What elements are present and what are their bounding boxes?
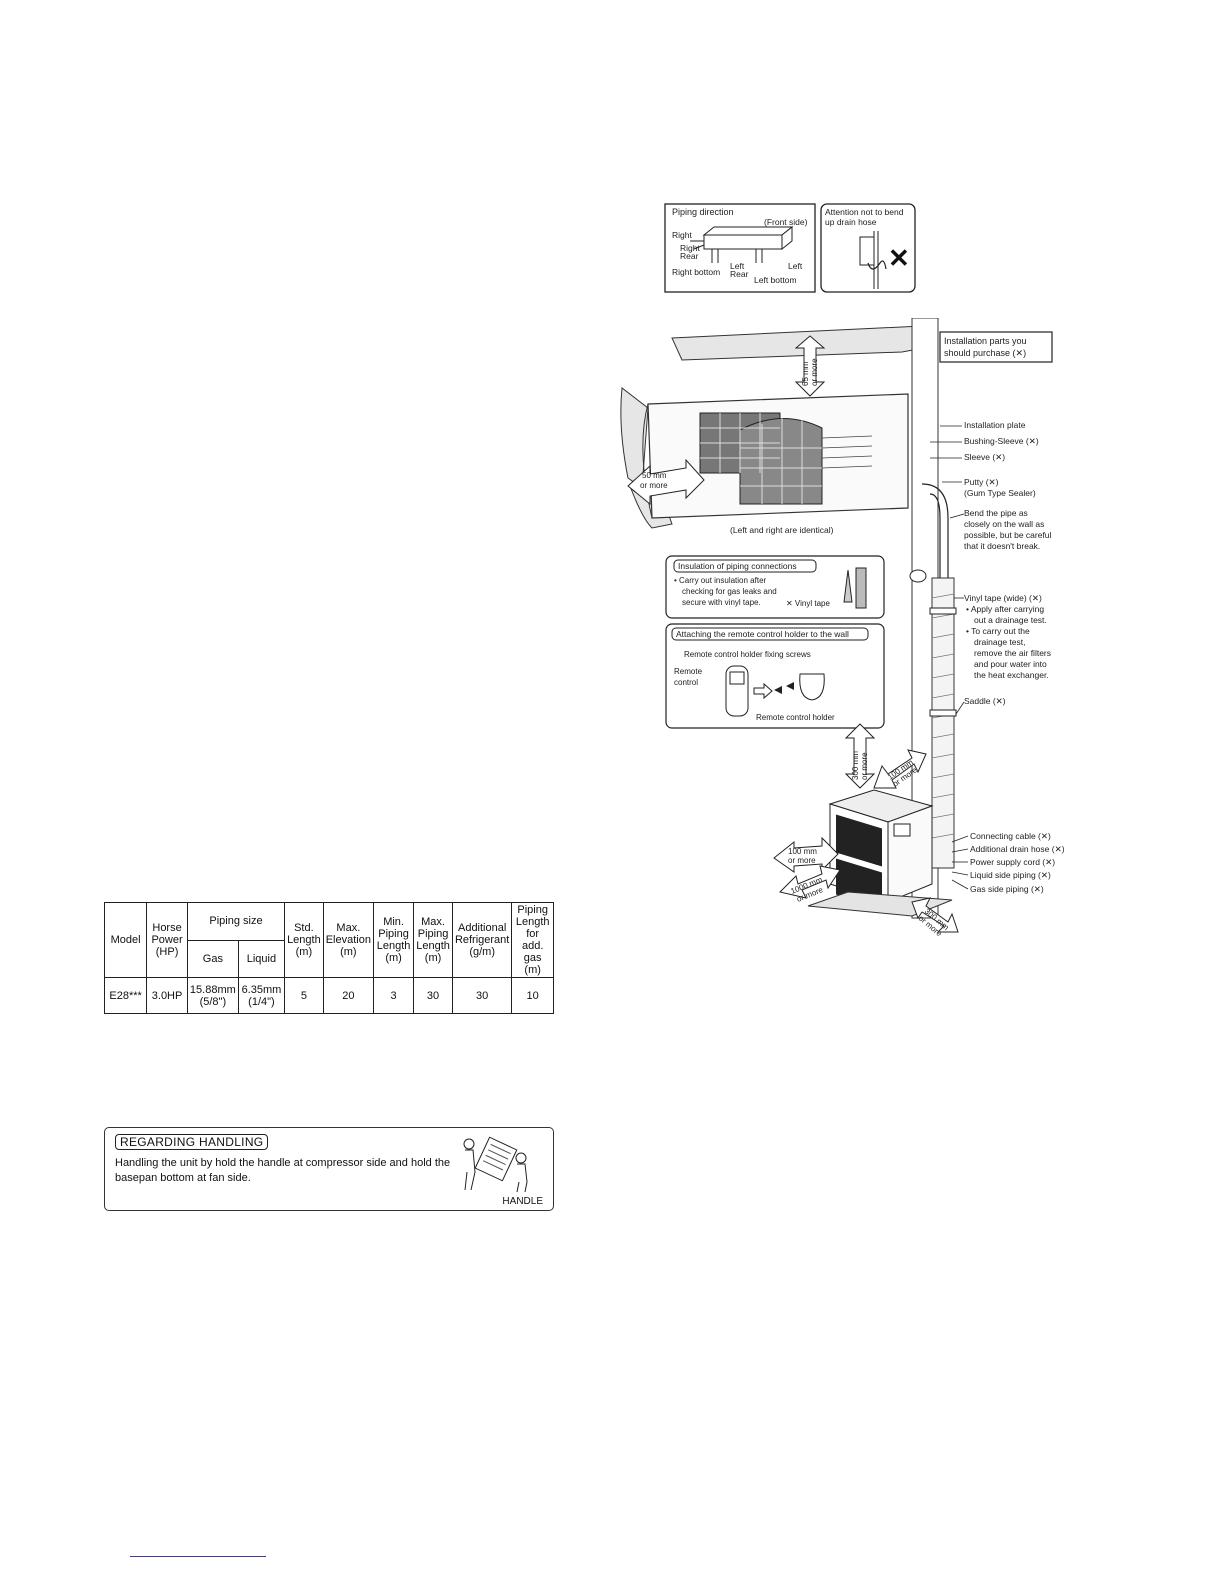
remote-control-box: Attaching the remote control holder to t… [665, 623, 885, 729]
col-piping-size: Piping size [186, 902, 286, 941]
outdoor-left-label-1: 100 mm [788, 847, 817, 856]
outdoor-top-clearance-arrow: 300 mm or more [844, 723, 876, 789]
callout-putty-1: Putty (✕) [964, 477, 999, 487]
callout-vinyl-tape-5: drainage test, [974, 637, 1026, 647]
remote-label-2: control [674, 678, 698, 687]
piping-direction-diagram: Piping direction (Front side) Right Righ… [664, 203, 816, 293]
left-rear-label-1: Left [730, 261, 745, 271]
callout-vinyl-tape-4: • To carry out the [966, 626, 1030, 636]
outdoor-top-label-1: 300 mm [851, 751, 860, 780]
remote-box-title: Attaching the remote control holder to t… [676, 629, 849, 639]
cell-max-piping-length: 30 [413, 977, 453, 1014]
cell-additional-refrigerant: 30 [451, 977, 513, 1014]
callout-vinyl-tape-2: • Apply after carrying [966, 604, 1044, 614]
cell-piping-length-add-gas: 10 [511, 977, 554, 1014]
callout-sleeve: Sleeve (✕) [964, 452, 1005, 462]
right-rear-label-1: Right [680, 243, 700, 253]
outdoor-left-label-2: or more [788, 856, 816, 865]
callout-saddle: Saddle (✕) [964, 696, 1006, 706]
cell-model: E28*** [103, 977, 148, 1014]
left-bottom-label: Left bottom [754, 275, 797, 285]
handling-title: REGARDING HANDLING [115, 1134, 269, 1150]
side-clearance-label-2: or more [640, 481, 668, 490]
col-gas: Gas [186, 939, 239, 978]
left-right-identical-note: (Left and right are identical) [730, 525, 834, 535]
right-bottom-label: Right bottom [672, 267, 720, 277]
right-label: Right [672, 230, 692, 240]
insulation-vinyl-tape: ✕ Vinyl tape [786, 599, 830, 608]
top-clearance-label-1: 65 mm [801, 361, 810, 386]
insulation-line-1: • Carry out insulation after [674, 576, 767, 585]
footer-link-underline [130, 1556, 266, 1557]
top-clearance-arrow: 65 mm or more [794, 335, 826, 397]
cell-max-elevation: 20 [322, 977, 374, 1014]
col-liquid: Liquid [237, 939, 286, 978]
drain-hose-note-diagram: Attention not to bend up drain hose ✕ [820, 203, 916, 293]
installation-diagram: 65 mm or more 50 mm or more (Left and ri… [620, 318, 1065, 938]
insulation-box: Insulation of piping connections • Carry… [665, 555, 885, 619]
cell-gas: 15.88mm(5/8") [186, 977, 239, 1014]
col-std-length: Std.Length(m) [284, 902, 324, 978]
left-rear-label-2: Rear [730, 269, 749, 279]
callout-connecting-cable: Connecting cable (✕) [970, 831, 1051, 841]
cross-mark-icon: ✕ [888, 243, 910, 273]
front-side-label: (Front side) [764, 217, 808, 227]
cell-std-length: 5 [284, 977, 324, 1014]
install-parts-title-1: Installation parts you [944, 336, 1027, 346]
callout-vinyl-tape-7: and pour water into [974, 659, 1047, 669]
callout-vinyl-tape-3: out a drainage test. [974, 615, 1047, 625]
filter-grid [699, 412, 823, 505]
col-model: Model [103, 902, 148, 978]
remote-holder-label: Remote control holder [756, 713, 835, 722]
cell-min-piping-length: 3 [372, 977, 415, 1014]
callout-power-supply-cord: Power supply cord (✕) [970, 857, 1055, 867]
side-clearance-arrow: 50 mm or more [627, 458, 705, 506]
remote-screws-label: Remote control holder fixing screws [684, 650, 811, 659]
outdoor-top-label-2: or more [860, 752, 869, 780]
callout-vinyl-tape-8: the heat exchanger. [974, 670, 1049, 680]
callout-bushing-sleeve: Bushing-Sleeve (✕) [964, 436, 1039, 446]
callout-additional-drain-hose: Additional drain hose (✕) [970, 844, 1065, 854]
install-parts-title-2: should purchase (✕) [944, 348, 1026, 358]
drain-note-line-1: Attention not to bend [825, 207, 904, 217]
callout-bend-pipe-3: possible, but be careful [964, 530, 1052, 540]
right-rear-label-2: Rear [680, 251, 699, 261]
callout-bend-pipe-2: closely on the wall as [964, 519, 1044, 529]
table-row: E28*** 3.0HP 15.88mm(5/8") 6.35mm(1/4") … [103, 977, 554, 1014]
cell-hp: 3.0HP [146, 977, 188, 1014]
drain-note-line-2: up drain hose [825, 217, 877, 227]
callout-vinyl-tape-1: Vinyl tape (wide) (✕) [964, 593, 1042, 603]
handle-label: HANDLE [502, 1196, 543, 1207]
callout-putty-2: (Gum Type Sealer) [964, 488, 1036, 498]
callout-vinyl-tape-6: remove the air filters [974, 648, 1051, 658]
callout-installation-plate: Installation plate [964, 420, 1026, 430]
outdoor-left-clearance-arrow: 100 mm or more [773, 836, 839, 873]
remote-label-1: Remote [674, 667, 703, 676]
col-max-elevation: Max.Elevation(m) [322, 902, 374, 978]
outdoor-unit [828, 789, 934, 909]
left-label: Left [788, 261, 803, 271]
callout-bend-pipe-1: Bend the pipe as [964, 508, 1028, 518]
callout-bend-pipe-4: that it doesn't break. [964, 541, 1040, 551]
callout-liquid-side-piping: Liquid side piping (✕) [970, 870, 1051, 880]
top-clearance-label-2: or more [810, 358, 819, 386]
regarding-handling-box: REGARDING HANDLING Handling the unit by … [104, 1127, 554, 1211]
callout-gas-side-piping: Gas side piping (✕) [970, 884, 1044, 894]
side-clearance-label-1: 50 mm [642, 471, 667, 480]
insulation-line-3: secure with vinyl tape. [682, 598, 761, 607]
piping-direction-title: Piping direction [672, 207, 734, 217]
insulation-line-2: checking for gas leaks and [682, 587, 777, 596]
handling-text: Handling the unit by hold the handle at … [115, 1157, 451, 1184]
two-people-carrying-icon [463, 1136, 528, 1193]
cell-liquid: 6.35mm(1/4") [237, 977, 286, 1014]
insulation-title: Insulation of piping connections [678, 561, 797, 571]
remote-holder-icon [799, 673, 825, 701]
